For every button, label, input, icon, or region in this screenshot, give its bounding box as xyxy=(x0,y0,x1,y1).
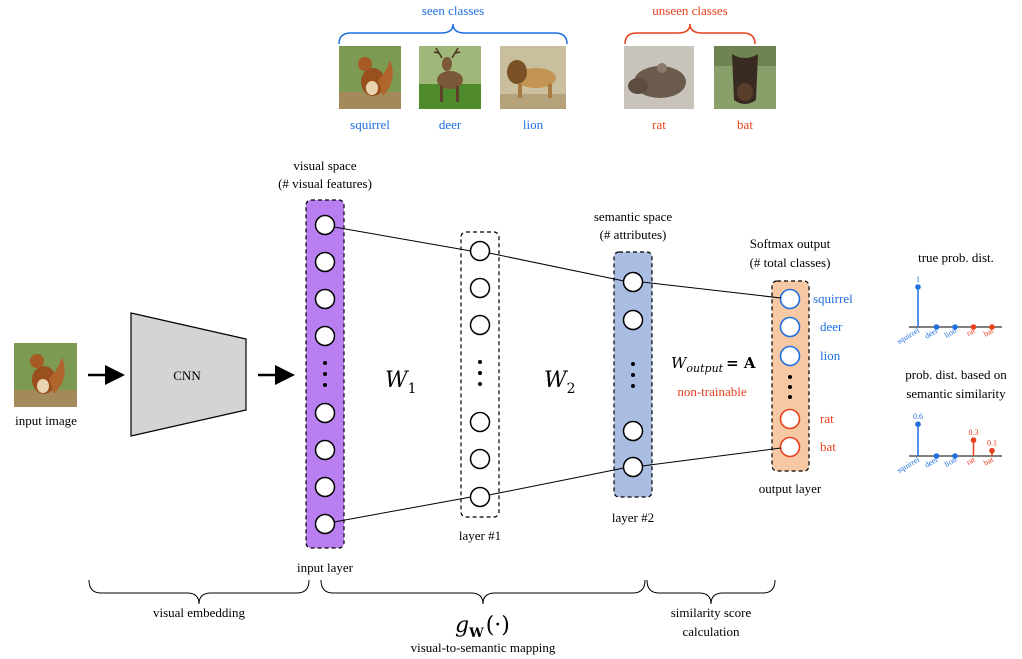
softmax-subtitle: (# total classes) xyxy=(750,255,831,270)
tick-label-bat: bat xyxy=(982,455,996,468)
unseen-classes-bracket xyxy=(624,23,756,45)
seen-class-lion: lion xyxy=(523,117,544,132)
bat-image xyxy=(714,46,776,109)
point-rat xyxy=(970,324,977,330)
w2-label: W2 xyxy=(544,368,576,397)
output-class-squirrel: squirrel xyxy=(813,291,853,306)
hidden-layer-ellipsis xyxy=(478,360,482,386)
point-lion xyxy=(952,453,958,459)
sim-dist-title-line2: semantic similarity xyxy=(906,386,1006,401)
semantic-space-title: semantic space xyxy=(594,209,673,224)
cnn-label: CNN xyxy=(173,368,201,383)
semantic-layer-neurons xyxy=(622,271,644,478)
non-trainable-label: non-trainable xyxy=(677,384,747,399)
output-class-bat: bat xyxy=(820,439,836,454)
sim-dist-title-line1: prob. dist. based on xyxy=(905,367,1007,382)
softmax-title: Softmax output xyxy=(750,236,831,251)
mapping-brace xyxy=(320,579,646,605)
output-layer-label: output layer xyxy=(759,481,822,496)
mapping-label: visual-to-semantic mapping xyxy=(411,640,556,655)
output-class-lion: lion xyxy=(820,348,841,363)
value-label-bat: 0.1 xyxy=(987,439,997,448)
deer-image xyxy=(419,46,481,109)
tick-label-squirrel: squirrel xyxy=(895,326,921,346)
w1-label: W1 xyxy=(385,368,417,397)
cnn-block xyxy=(130,312,247,437)
unseen-class-rat: rat xyxy=(652,117,666,132)
value-label-rat: 0.3 xyxy=(969,428,979,437)
point-lion xyxy=(952,324,958,330)
point-rat xyxy=(970,437,977,443)
point-squirrel xyxy=(915,421,921,428)
layer1-label: layer #1 xyxy=(459,528,501,543)
output-layer-neurons xyxy=(779,288,801,458)
seen-class-squirrel: squirrel xyxy=(350,117,390,132)
woutput-equation: Woutput= A xyxy=(671,354,756,375)
visual-space-title: visual space xyxy=(293,158,356,173)
visual-embedding-brace xyxy=(88,579,310,605)
input-layer-ellipsis xyxy=(323,361,327,387)
value-label-squirrel: 0.6 xyxy=(913,412,923,421)
point-squirrel xyxy=(915,284,921,290)
unseen-class-bat: bat xyxy=(737,117,753,132)
input-image xyxy=(14,343,77,407)
seen-classes-label: seen classes xyxy=(422,3,484,18)
gw-function: gW(·) xyxy=(455,613,510,641)
input-image-label: input image xyxy=(15,413,77,428)
output-class-rat: rat xyxy=(820,411,834,426)
connection-lines xyxy=(333,226,782,523)
point-bat xyxy=(989,324,995,330)
seen-classes-bracket xyxy=(338,23,568,45)
output-class-deer: deer xyxy=(820,319,843,334)
point-bat xyxy=(989,447,995,454)
unseen-classes-label: unseen classes xyxy=(652,3,727,18)
point-deer xyxy=(933,324,940,330)
visual-space-subtitle: (# visual features) xyxy=(278,176,372,191)
semantic-space-subtitle: (# attributes) xyxy=(600,227,667,242)
lion-image xyxy=(500,46,566,109)
seen-class-deer: deer xyxy=(439,117,462,132)
output-layer-ellipsis xyxy=(788,375,792,399)
point-deer xyxy=(933,453,940,459)
visual-embedding-label: visual embedding xyxy=(153,605,246,620)
input-layer-label: input layer xyxy=(297,560,354,575)
layer2-label: layer #2 xyxy=(612,510,654,525)
squirrel-image xyxy=(339,46,401,109)
similarity-label-line2: calculation xyxy=(682,624,740,639)
hidden-layer-neurons xyxy=(469,240,491,508)
rat-image xyxy=(624,46,694,109)
input-layer-neurons xyxy=(314,214,336,535)
similarity-brace xyxy=(646,579,776,605)
semantic-layer-ellipsis xyxy=(631,362,635,388)
true-dist-title: true prob. dist. xyxy=(918,250,994,265)
value-label-squirrel: 1 xyxy=(916,275,920,284)
similarity-label-line1: similarity score xyxy=(671,605,752,620)
tick-label-squirrel: squirrel xyxy=(895,455,921,475)
